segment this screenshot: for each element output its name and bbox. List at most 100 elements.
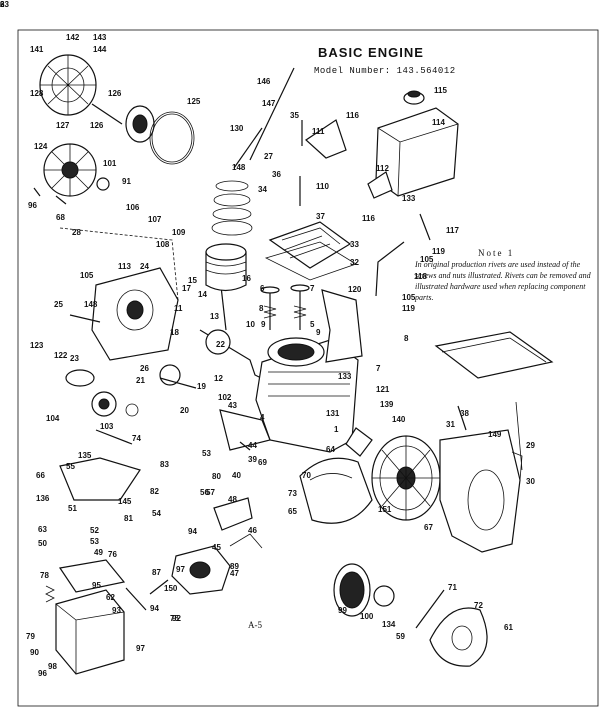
part-callout: 59: [396, 632, 405, 641]
part-callout: 33: [350, 240, 359, 249]
part-callout: 54: [152, 509, 161, 518]
part-callout: 102: [218, 393, 232, 402]
part-callout: 7: [310, 284, 315, 293]
part-callout: 50: [38, 539, 47, 548]
part-callout: 3: [0, 0, 5, 9]
part-callout: 37: [316, 212, 325, 221]
part-callout: 1: [334, 425, 339, 434]
part-callout: 28: [72, 228, 81, 237]
flywheel-cover-assembly: [39, 54, 195, 165]
part-callout: 148: [84, 300, 98, 309]
carburetor: [171, 497, 263, 595]
part-callout: 133: [338, 372, 352, 381]
part-callout: 122: [54, 351, 68, 360]
part-callout: 81: [124, 514, 133, 523]
part-callout: 49: [94, 548, 103, 557]
part-callout: 121: [376, 385, 390, 394]
note-title: Note 1: [478, 248, 515, 258]
part-callout: 123: [30, 341, 44, 350]
part-callout: 67: [424, 523, 433, 532]
note-body: In original production rivets are used i…: [415, 260, 591, 302]
part-callout: 103: [100, 422, 114, 431]
blower-housing-part: [33, 143, 110, 205]
part-callout: 89: [230, 562, 239, 571]
part-callout: 21: [136, 376, 145, 385]
part-callout: 24: [140, 262, 149, 271]
part-callout: 12: [214, 374, 223, 383]
part-callout: 45: [212, 543, 221, 552]
part-callout: 110: [316, 182, 329, 191]
part-callout: 13: [210, 312, 219, 321]
part-callout: 133: [402, 194, 416, 203]
page-border: [17, 29, 599, 707]
part-callout: 100: [360, 612, 374, 621]
part-callout: 27: [264, 152, 273, 161]
part-callout: 116: [362, 214, 375, 223]
part-callout: 18: [170, 328, 179, 337]
part-callout: 74: [132, 434, 141, 443]
part-callout: 97: [176, 565, 185, 574]
part-callout: 95: [92, 581, 101, 590]
part-callout: 16: [242, 274, 251, 283]
part-callout: 96: [38, 669, 47, 678]
blower-housing: [439, 429, 523, 553]
part-callout: 148: [232, 163, 246, 172]
part-callout: 36: [272, 170, 281, 179]
part-callout: 52: [90, 526, 99, 535]
part-callout: 69: [258, 458, 267, 467]
part-callout: 25: [54, 300, 63, 309]
misc-hardware: [239, 119, 523, 471]
part-callout: 92: [172, 614, 181, 623]
part-callout: 104: [46, 414, 60, 423]
piston-and-rings: [205, 180, 253, 292]
part-callout: 39: [248, 455, 257, 464]
part-callout: 107: [148, 215, 162, 224]
part-callout: 90: [30, 648, 39, 657]
part-callout: 147: [262, 99, 276, 108]
part-callout: 117: [446, 226, 459, 235]
part-callout: 40: [232, 471, 241, 480]
part-callout: 10: [246, 320, 255, 329]
part-callout: 145: [118, 497, 132, 506]
part-callout: 105: [402, 293, 416, 302]
part-callout: 136: [36, 494, 50, 503]
part-callout: 14: [198, 290, 207, 299]
part-callout: 78: [40, 571, 49, 580]
part-callout: 63: [0, 0, 9, 9]
gears-and-bearings: [65, 364, 197, 417]
part-callout: 134: [382, 620, 396, 629]
part-callout: 66: [36, 471, 45, 480]
air-filter-element: [434, 331, 554, 379]
part-callout: 65: [288, 507, 297, 516]
part-callout: 75: [170, 614, 179, 623]
part-callout: 53: [202, 449, 211, 458]
part-callout: 140: [392, 415, 406, 424]
model-number: Model Number: 143.564012: [314, 66, 456, 76]
part-callout: 26: [140, 364, 149, 373]
part-callout: 105: [420, 255, 434, 264]
part-callout: 30: [526, 477, 535, 486]
part-callout: 131: [326, 409, 340, 418]
part-callout: 57: [206, 488, 215, 497]
part-callout: 63: [38, 525, 47, 534]
part-callout: 115: [434, 86, 447, 95]
part-callout: 96: [28, 201, 37, 210]
part-callout: 9: [261, 320, 266, 329]
part-callout: 135: [78, 451, 92, 460]
part-callout: 2: [0, 0, 5, 9]
valves-and-springs: [260, 284, 310, 330]
part-callout: 31: [446, 420, 455, 429]
part-callout: 34: [258, 185, 267, 194]
part-callout: 142: [66, 33, 80, 42]
fuel-line: [375, 213, 431, 297]
part-callout: 6: [260, 284, 265, 293]
part-callout: 7: [376, 364, 381, 373]
part-callout: 11: [174, 304, 183, 313]
part-callout: 128: [30, 89, 44, 98]
part-callout: 48: [228, 495, 237, 504]
part-callout: 79: [26, 632, 35, 641]
part-callout: 114: [432, 118, 445, 127]
part-callout: 141: [30, 45, 44, 54]
part-callout: 17: [182, 284, 191, 293]
part-callout: 126: [90, 121, 104, 130]
